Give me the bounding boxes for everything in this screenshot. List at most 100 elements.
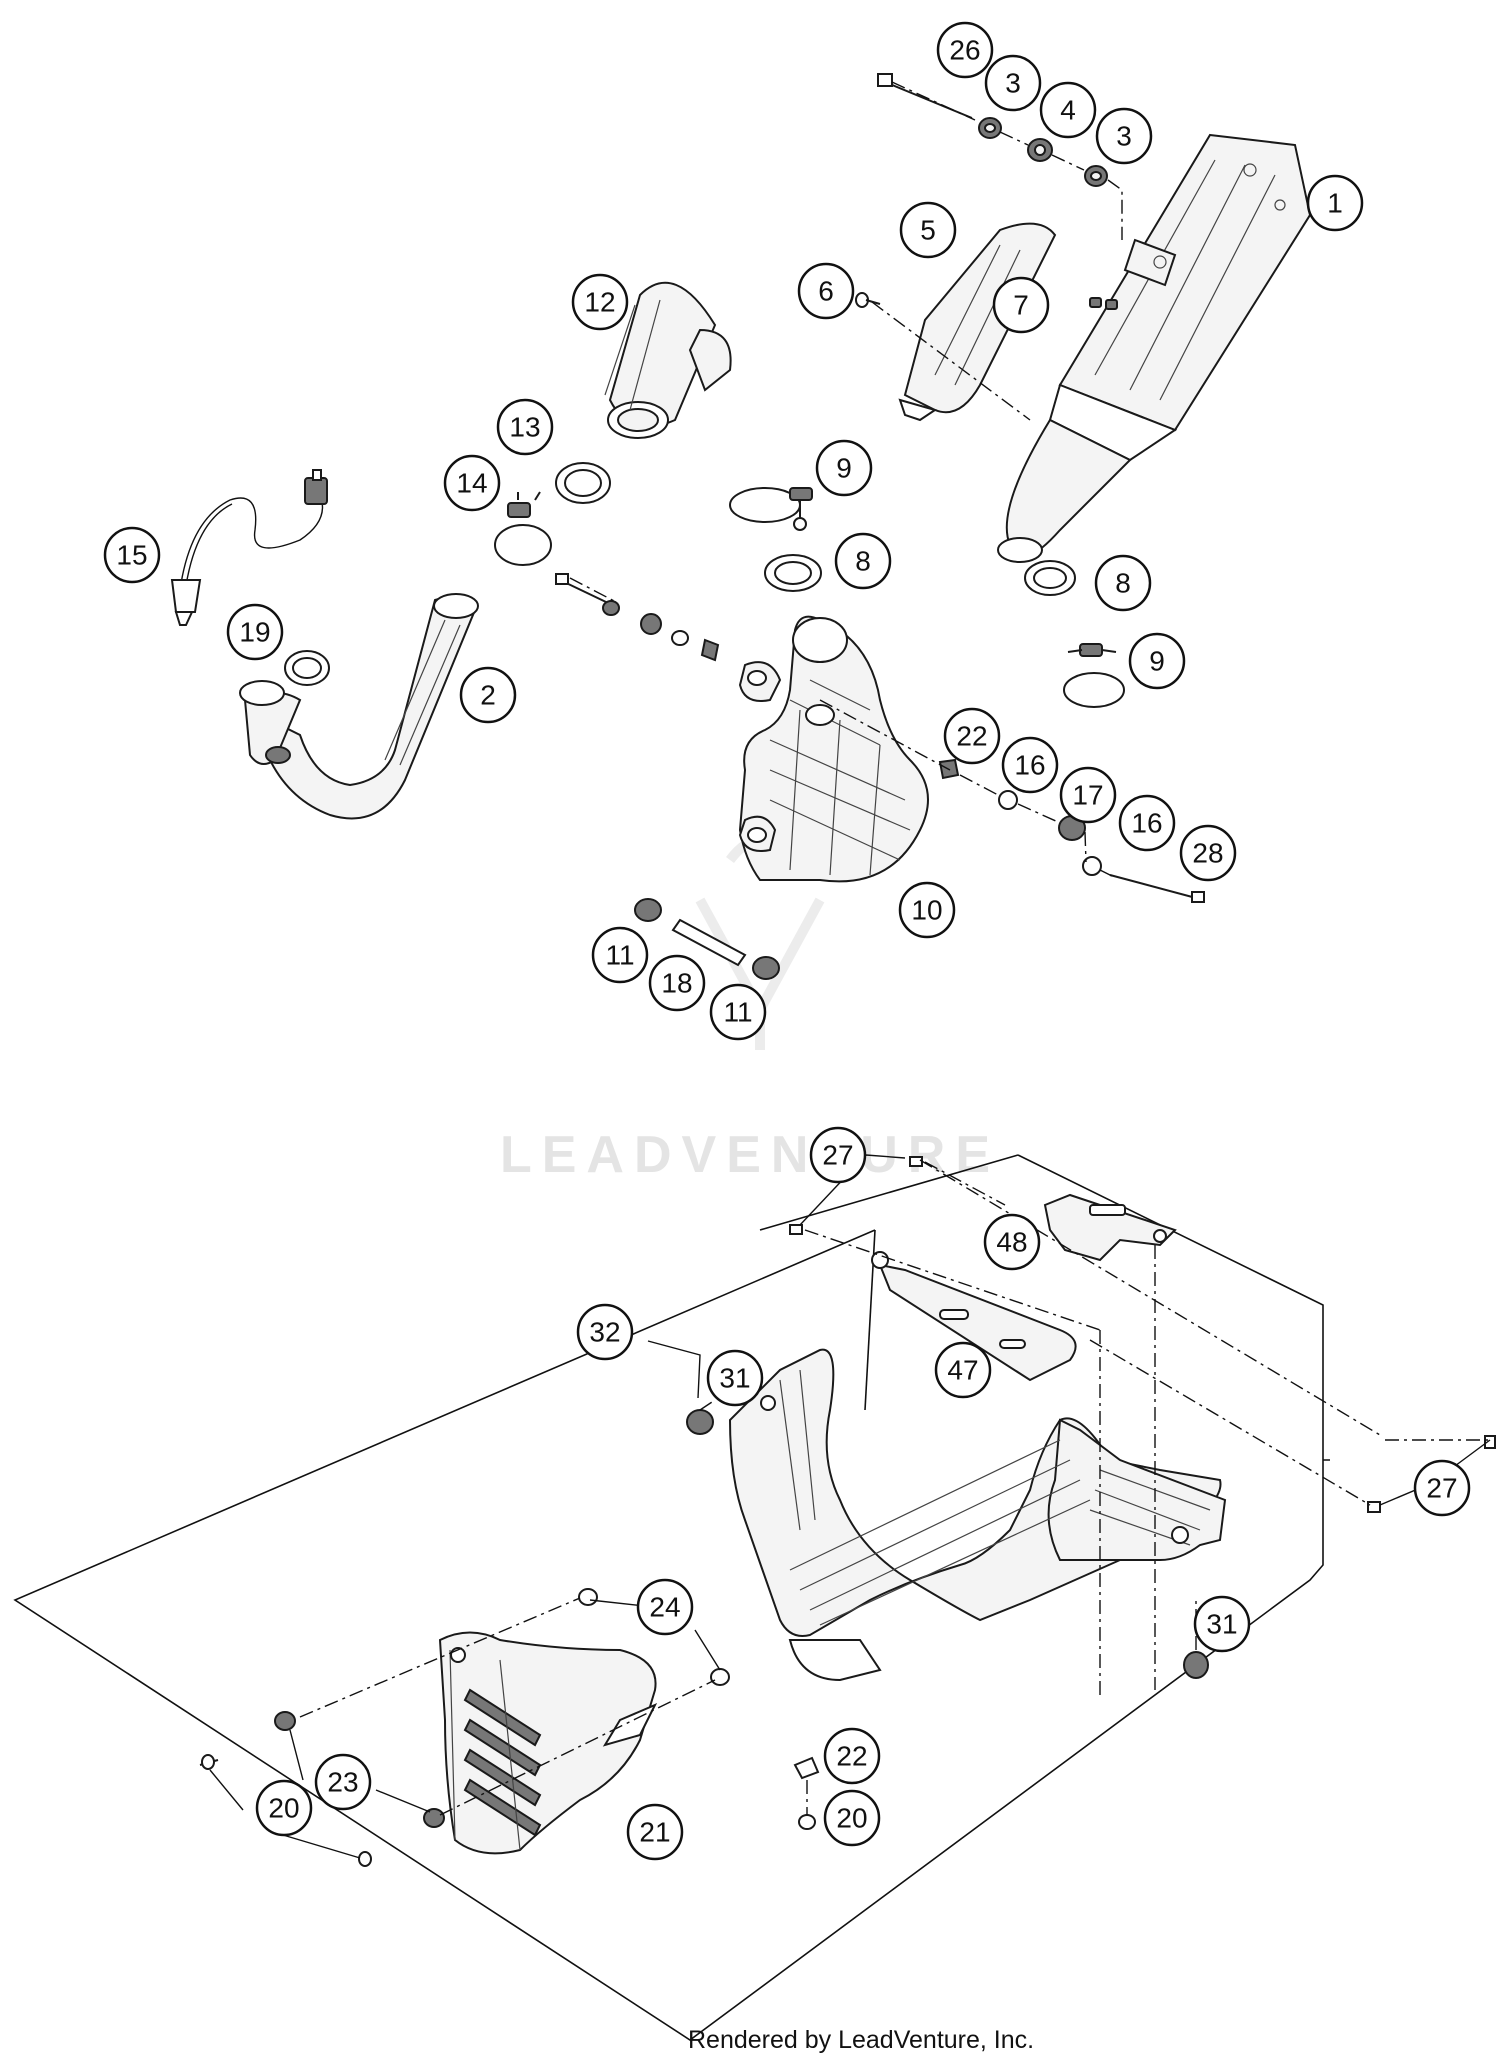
callout-10: 10 (898, 881, 956, 939)
callout-1: 1 (1306, 174, 1364, 232)
callout-4: 4 (1039, 81, 1097, 139)
callout-8-label: 8 (855, 546, 871, 577)
callout-9-label: 9 (836, 453, 852, 484)
lower-dashed-lines (299, 1159, 1490, 1816)
callout-16-label: 16 (1014, 750, 1045, 781)
callout-48-label: 48 (996, 1227, 1027, 1258)
callout-28-label: 28 (1192, 838, 1223, 869)
callout-26: 26 (936, 21, 994, 79)
clamp-14 (494, 491, 552, 566)
callout-5: 5 (899, 201, 957, 259)
callout-11: 11 (591, 926, 649, 984)
callout-31b-label: 31 (1206, 1609, 1237, 1640)
callout-27b-label: 27 (1426, 1473, 1457, 1504)
clips (1089, 297, 1118, 310)
callout-16b: 16 (1118, 794, 1176, 852)
skid-plate (728, 1348, 1227, 1682)
callout-3b: 3 (1095, 107, 1153, 165)
bracket-48 (1043, 1193, 1177, 1262)
callout-10-label: 10 (911, 895, 942, 926)
callout-27: 27 (809, 1126, 867, 1184)
callout-3b-label: 3 (1116, 121, 1132, 152)
lower-hardware (199, 1156, 1496, 1867)
heat-shield (898, 222, 1057, 422)
callout-2: 2 (459, 666, 517, 724)
silencer-box (738, 615, 929, 883)
callout-12: 12 (571, 273, 629, 331)
clamp-9-upper (729, 487, 813, 531)
callout-22b-label: 22 (836, 1741, 867, 1772)
callout-47-label: 47 (947, 1355, 978, 1386)
callout-27b: 27 (1413, 1459, 1471, 1517)
callout-4-label: 4 (1060, 95, 1076, 126)
gasket-19 (284, 650, 330, 686)
callout-22b: 22 (823, 1727, 881, 1785)
callout-31b: 31 (1193, 1595, 1251, 1653)
muffler-mount-hardware (877, 73, 1108, 187)
callout-19: 19 (226, 603, 284, 661)
callout-16b-label: 16 (1131, 808, 1162, 839)
callout-14: 14 (443, 454, 501, 512)
callout-9b: 9 (1128, 632, 1186, 690)
callout-3-label: 3 (1005, 68, 1021, 99)
callout-6-label: 6 (818, 276, 834, 307)
callout-32: 32 (576, 1303, 634, 1361)
catalytic-converter (604, 281, 732, 439)
gasket-8-upper (764, 554, 822, 592)
callout-20b: 20 (823, 1789, 881, 1847)
header-pipe (239, 593, 479, 820)
callout-15-label: 15 (116, 540, 147, 571)
callout-13: 13 (496, 398, 554, 456)
callout-23-label: 23 (327, 1767, 358, 1798)
muffler (997, 133, 1312, 563)
callout-11-label: 11 (605, 940, 634, 971)
bracket-47 (871, 1251, 1077, 1382)
callout-27-label: 27 (822, 1140, 853, 1171)
callout-22: 22 (943, 707, 1001, 765)
callout-8b: 8 (1094, 554, 1152, 612)
callout-24-label: 24 (649, 1592, 680, 1623)
callout-16: 16 (1001, 736, 1059, 794)
callout-8b-label: 8 (1115, 568, 1131, 599)
callout-6: 6 (797, 262, 855, 320)
leader-lines (209, 1154, 1491, 1859)
callout-31: 31 (706, 1349, 764, 1407)
callout-9b-label: 9 (1149, 646, 1165, 677)
credit-text: Rendered by LeadVenture, Inc. (688, 2026, 1035, 2054)
clamp-9-lower (1063, 643, 1125, 708)
callout-21: 21 (626, 1803, 684, 1861)
callout-48: 48 (983, 1213, 1041, 1271)
grommets-and-spacer (634, 898, 780, 980)
callout-7: 7 (992, 276, 1050, 334)
callout-14-label: 14 (456, 468, 487, 499)
callout-32-label: 32 (589, 1317, 620, 1348)
callout-5-label: 5 (920, 215, 936, 246)
callout-20-label: 20 (268, 1793, 299, 1824)
box-mount-hardware (555, 573, 720, 662)
callout-22-label: 22 (956, 721, 987, 752)
callout-17: 17 (1059, 766, 1117, 824)
callout-2-label: 2 (480, 680, 496, 711)
callouts: 26 3 4 3 1 5 6 7 12 13 14 9 15 8 8 9 19 … (103, 21, 1471, 1861)
callout-18-label: 18 (661, 968, 692, 999)
callout-1-label: 1 (1327, 188, 1343, 219)
callout-20: 20 (255, 1779, 313, 1837)
callout-9: 9 (815, 439, 873, 497)
callout-24: 24 (636, 1578, 694, 1636)
callout-18: 18 (648, 954, 706, 1012)
front-guard (438, 1631, 658, 1855)
callout-12-label: 12 (584, 287, 615, 318)
callout-11b: 11 (709, 983, 767, 1041)
watermark-text: LEADVENTURE (500, 1126, 1000, 1184)
callout-3: 3 (984, 54, 1042, 112)
callout-17-label: 17 (1072, 780, 1103, 811)
upper-dashed-lines (569, 81, 1123, 877)
callout-21-label: 21 (639, 1817, 670, 1848)
callout-15: 15 (103, 526, 161, 584)
callout-47: 47 (934, 1341, 992, 1399)
callout-7-label: 7 (1013, 290, 1029, 321)
gasket-8-lower (1024, 560, 1076, 596)
gasket-13 (555, 462, 611, 504)
callout-31-label: 31 (719, 1363, 750, 1394)
